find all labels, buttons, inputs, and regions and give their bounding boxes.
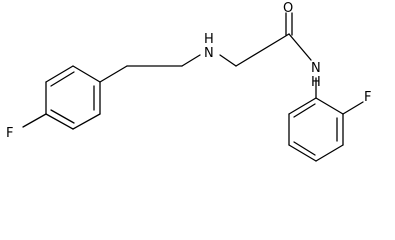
bond-ring2-f	[288, 97, 317, 115]
bond-ring2-c	[315, 144, 344, 162]
ethyl-linker	[99, 54, 201, 83]
bond-ring1-d	[72, 113, 101, 130]
atom-label-o-carbonyl: O	[283, 1, 293, 16]
right-fluorophenyl-ring	[288, 97, 344, 162]
bond-ethyl-3	[181, 54, 201, 67]
bond-ring1-a-inner	[50, 71, 75, 87]
bond-ring1-e	[45, 113, 74, 130]
atom-label-f-right: F	[364, 90, 371, 105]
bond-ring2-f-inner	[293, 103, 316, 118]
bond-ring2-a	[315, 97, 344, 115]
bond-nh-ch2	[219, 54, 237, 67]
glycinamide-chain	[219, 12, 312, 67]
bond-f-left	[22, 113, 47, 128]
bond-ring1-e-inner	[50, 109, 75, 124]
bond-ethyl-1	[99, 65, 128, 83]
bond-f-right	[342, 101, 364, 115]
bond-ring1-a	[45, 65, 74, 83]
bond-ch2-co	[235, 33, 290, 67]
bond-ring2-d	[288, 144, 317, 162]
bond-ring2-d-inner	[293, 141, 316, 156]
left-fluorophenyl-ring	[45, 65, 101, 130]
bond-ring1-b	[72, 65, 101, 83]
atom-label-f-left: F	[6, 126, 13, 141]
bond-co-n	[288, 33, 312, 61]
